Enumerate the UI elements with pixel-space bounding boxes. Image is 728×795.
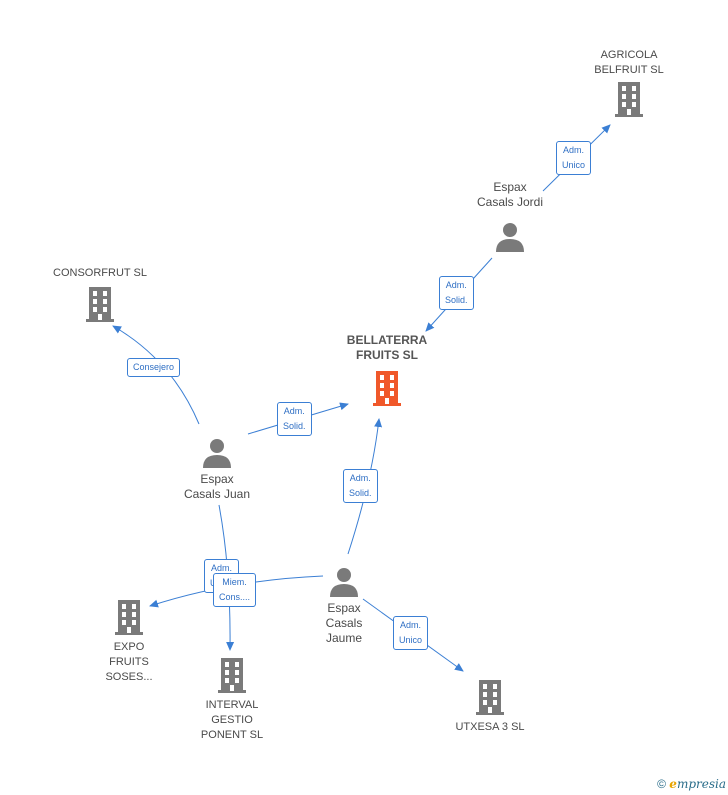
company-name-consorfrut: CONSORFRUT SL <box>53 267 147 279</box>
person-node-jordi[interactable]: Espax Casals Jordi <box>465 180 555 252</box>
edge-label-juan-bellaterra[interactable]: Adm. Solid. <box>277 402 312 436</box>
company-node-agricola[interactable]: AGRICOLA BELFRUIT SL <box>577 48 681 118</box>
building-icon <box>86 287 114 322</box>
edge-label-jaume-expo[interactable]: Miem. Cons.... <box>213 573 257 607</box>
person-icon <box>496 223 524 252</box>
edge-label-jordi-agricola[interactable]: Adm. Unico <box>556 141 592 175</box>
person-name-juan: Espax Casals Juan <box>183 472 251 501</box>
edge-label-jaume-bellaterra[interactable]: Adm. Solid. <box>343 469 378 503</box>
company-node-consorfrut[interactable]: CONSORFRUT SL <box>45 266 155 323</box>
building-icon <box>218 658 246 693</box>
person-name-jaume: Espax Casals Jaume <box>325 601 363 645</box>
company-name-bellaterra: BELLATERRA FRUITS SL <box>346 333 428 362</box>
edge-label-juan-consorfrut[interactable]: Consejero <box>127 358 181 377</box>
company-name-expo: EXPO FRUITS SOSES... <box>105 641 153 683</box>
person-node-juan[interactable]: Espax Casals Juan <box>170 438 264 502</box>
company-node-bellaterra[interactable]: BELLATERRA FRUITS SL <box>335 333 439 407</box>
company-node-interval[interactable]: INTERVAL GESTIO PONENT SL <box>182 658 282 743</box>
company-name-agricola: AGRICOLA BELFRUIT SL <box>594 49 664 76</box>
company-node-expo[interactable]: EXPO FRUITS SOSES... <box>89 600 169 685</box>
person-icon <box>330 568 358 597</box>
building-icon <box>373 371 401 406</box>
building-icon <box>615 82 643 117</box>
person-node-jaume[interactable]: Espax Casals Jaume <box>309 567 379 646</box>
brand-logo-text: mpresia <box>676 777 726 791</box>
person-name-jordi: Espax Casals Jordi <box>476 180 544 209</box>
edge-label-jordi-bellaterra[interactable]: Adm. Solid. <box>439 276 474 310</box>
company-node-utxesa[interactable]: UTXESA 3 SL <box>438 680 542 735</box>
brand-footer[interactable]: © empresia <box>657 777 726 791</box>
company-name-utxesa: UTXESA 3 SL <box>455 721 525 733</box>
brand-logo-initial: e <box>669 777 677 791</box>
company-name-interval: INTERVAL GESTIO PONENT SL <box>200 699 264 741</box>
edge-label-jaume-utxesa[interactable]: Adm. Unico <box>393 616 429 650</box>
person-icon <box>203 439 231 468</box>
copyright-symbol: © <box>657 777 666 791</box>
building-icon <box>115 600 143 635</box>
building-icon <box>476 680 504 715</box>
